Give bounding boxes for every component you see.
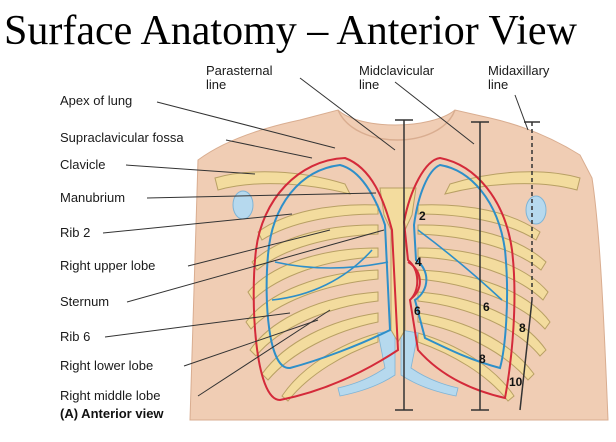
cardiac-notch bbox=[407, 261, 421, 299]
right-middle-lobe-label: Right middle lobe bbox=[60, 388, 160, 403]
rib-number-4: 4 bbox=[415, 255, 422, 269]
right-lung-fissure bbox=[274, 261, 389, 269]
rib-number-2: 2 bbox=[419, 209, 426, 223]
midclavicular-line-label-2: line bbox=[359, 77, 379, 92]
right-upper-lobe-label: Right upper lobe bbox=[60, 258, 155, 273]
right-shoulder-joint bbox=[232, 190, 254, 220]
rib-2-label: Rib 2 bbox=[60, 225, 90, 240]
rib-number-10: 10 bbox=[509, 375, 523, 389]
right-pleura bbox=[252, 156, 400, 402]
rib-6-label: Rib 6 bbox=[60, 329, 90, 344]
figure-caption: (A) Anterior view bbox=[60, 406, 164, 421]
left-lung bbox=[412, 163, 509, 370]
right-lung bbox=[265, 163, 392, 370]
manubrium-label: Manubrium bbox=[60, 190, 125, 205]
parasternal-line-label: Parasternal bbox=[206, 63, 273, 78]
left-shoulder-joint bbox=[525, 195, 547, 225]
page-title: Surface Anatomy – Anterior View bbox=[4, 8, 577, 54]
right-lung-oblique-fissure bbox=[271, 249, 373, 301]
midaxillary-line-marker bbox=[519, 121, 540, 411]
midaxillary-line-label: Midaxillary bbox=[488, 63, 550, 78]
left-lung-fissure bbox=[417, 229, 503, 301]
midaxillary-line-label-2: line bbox=[488, 77, 508, 92]
midclavicular-line-label: Midclavicular bbox=[359, 63, 435, 78]
rib-number-8-midclavicular: 8 bbox=[479, 352, 486, 366]
left-leaders bbox=[102, 101, 385, 397]
supraclavicular-fossa-label: Supraclavicular fossa bbox=[60, 130, 184, 145]
costal-cartilage bbox=[337, 329, 459, 397]
apex-of-lung-label: Apex of lung bbox=[60, 93, 132, 108]
right-lower-lobe-label: Right lower lobe bbox=[60, 358, 153, 373]
sternum-label: Sternum bbox=[60, 294, 109, 309]
rib-number-6-right: 6 bbox=[483, 300, 490, 314]
rib-number-6-left: 6 bbox=[414, 304, 421, 318]
rib-number-8-axillary: 8 bbox=[519, 321, 526, 335]
sternum-bone bbox=[379, 187, 417, 343]
clavicle-label: Clavicle bbox=[60, 157, 106, 172]
parasternal-line-marker bbox=[395, 119, 413, 411]
parasternal-line-label-2: line bbox=[206, 77, 226, 92]
left-clavicle bbox=[444, 171, 581, 195]
midclavicular-line-marker bbox=[471, 121, 489, 411]
top-leaders bbox=[299, 77, 529, 151]
